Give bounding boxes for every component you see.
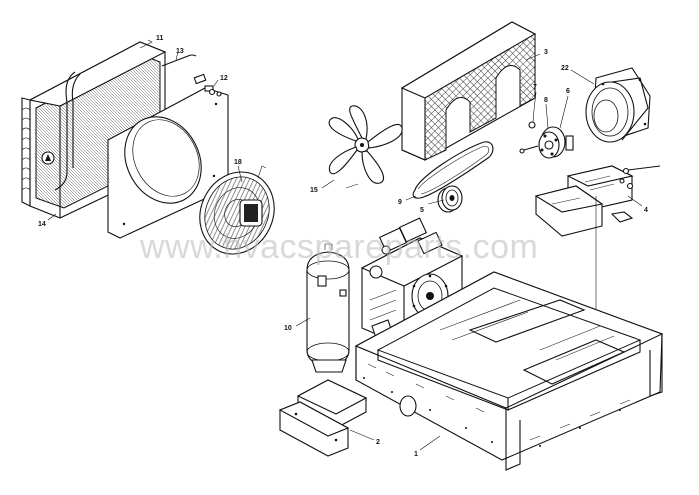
callout-4: 4 [644,207,648,214]
bell-housing [585,67,651,143]
callout-3: 3 [544,49,548,56]
callout-9: 9 [398,199,402,206]
callout-6: 6 [566,88,570,95]
callout-2: 2 [376,439,380,446]
callout-10: 10 [284,325,292,332]
callout-13: 13 [176,48,184,55]
drive-belt [412,141,494,199]
coil-tube [161,54,197,67]
tank-mount-brackets [278,379,368,457]
motor-mount-brackets [534,165,634,348]
condenser-fan [199,165,275,255]
callout-15: 15 [310,187,318,194]
callout-1: 1 [414,451,418,458]
fan-shroud-panel [107,87,229,239]
receiver-tank [306,243,350,373]
callout-18: 18 [234,159,242,166]
fan-blade [328,105,403,189]
bracket-bolts [193,73,222,97]
coil-tube-ends [21,107,31,191]
belt-guard-mesh [400,21,537,161]
callout-12: 12 [220,75,228,82]
callout-7: 7 [533,84,537,91]
callout-leader-lines [47,39,643,451]
callout-11: 11 [156,35,164,42]
callout-5: 5 [420,207,424,214]
coupling-assembly [519,121,574,159]
callout-8: 8 [544,97,548,104]
motor-pulley [437,185,463,213]
callout-labels: 11 13 12 18 14 3 22 6 8 7 5 9 15 4 10 2 … [38,35,648,458]
mount-bolts [619,165,661,190]
base-frame [354,271,664,471]
callout-22: 22 [561,65,569,72]
watermark-text: www.hvacspareparts.com [139,228,538,266]
callout-14: 14 [38,221,46,228]
